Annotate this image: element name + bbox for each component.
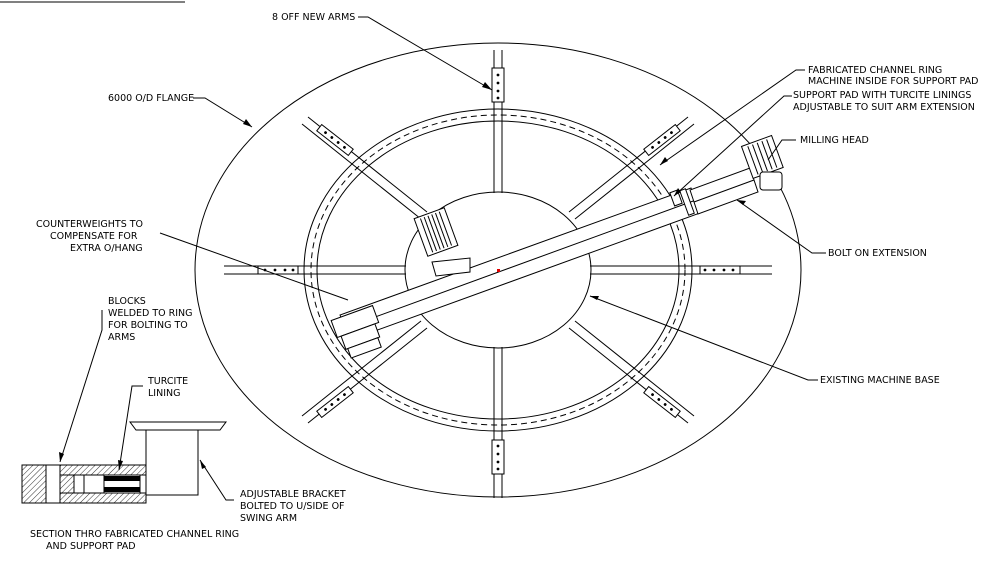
label-blocks-3: FOR BOLTING TO xyxy=(108,320,188,331)
label-blocks-2: WELDED TO RING xyxy=(108,308,193,319)
leader-lines xyxy=(59,16,826,501)
label-counterweights-1: COUNTERWEIGHTS TO xyxy=(36,219,143,230)
counterweights xyxy=(330,304,382,359)
annotation-labels: 8 OFF NEW ARMS 6000 O/D FLANGE FABRICATE… xyxy=(30,12,978,552)
channel-ring-dashed xyxy=(310,114,686,426)
outer-flange-ring xyxy=(194,42,802,498)
label-support-pad-2: ADJUSTABLE TO SUIT ARM EXTENSION xyxy=(793,102,975,113)
base-motor xyxy=(413,207,471,277)
label-counterweights-2: COMPENSATE FOR xyxy=(50,231,138,242)
label-turcite-1: TURCITE xyxy=(147,376,188,387)
label-section-2: AND SUPPORT PAD xyxy=(46,541,136,552)
existing-machine-base xyxy=(404,191,592,349)
support-pad xyxy=(669,189,683,207)
label-blocks-1: BLOCKS xyxy=(108,296,146,307)
label-bracket-3: SWING ARM xyxy=(240,513,297,524)
label-channel-ring-2: MACHINE INSIDE FOR SUPPORT PAD xyxy=(808,76,978,87)
label-milling-head: MILLING HEAD xyxy=(800,135,869,146)
label-turcite-2: LINING xyxy=(148,388,180,399)
bolt-on-extension xyxy=(679,167,759,216)
leader-arrowheads xyxy=(59,82,746,470)
center-mark xyxy=(497,269,500,272)
channel-ring-outer xyxy=(303,108,693,432)
milling-head xyxy=(740,134,784,191)
label-bracket-2: BOLTED TO U/SIDE OF xyxy=(240,501,345,512)
label-new-arms: 8 OFF NEW ARMS xyxy=(272,12,355,23)
label-bracket-1: ADJUSTABLE BRACKET xyxy=(240,489,346,500)
section-detail xyxy=(21,421,227,504)
label-support-pad-1: SUPPORT PAD WITH TURCITE LININGS xyxy=(793,90,971,101)
label-section-1: SECTION THRO FABRICATED CHANNEL RING xyxy=(30,529,239,540)
label-bolt-extension: BOLT ON EXTENSION xyxy=(828,248,927,259)
channel-ring-inner xyxy=(316,120,680,420)
label-blocks-4: ARMS xyxy=(108,332,135,343)
label-channel-ring-1: FABRICATED CHANNEL RING xyxy=(808,65,942,76)
label-flange: 6000 O/D FLANGE xyxy=(108,93,194,104)
arm-bolt-blocks xyxy=(257,67,741,475)
label-existing-base: EXISTING MACHINE BASE xyxy=(820,375,940,386)
label-counterweights-3: EXTRA O/HANG xyxy=(70,243,143,254)
